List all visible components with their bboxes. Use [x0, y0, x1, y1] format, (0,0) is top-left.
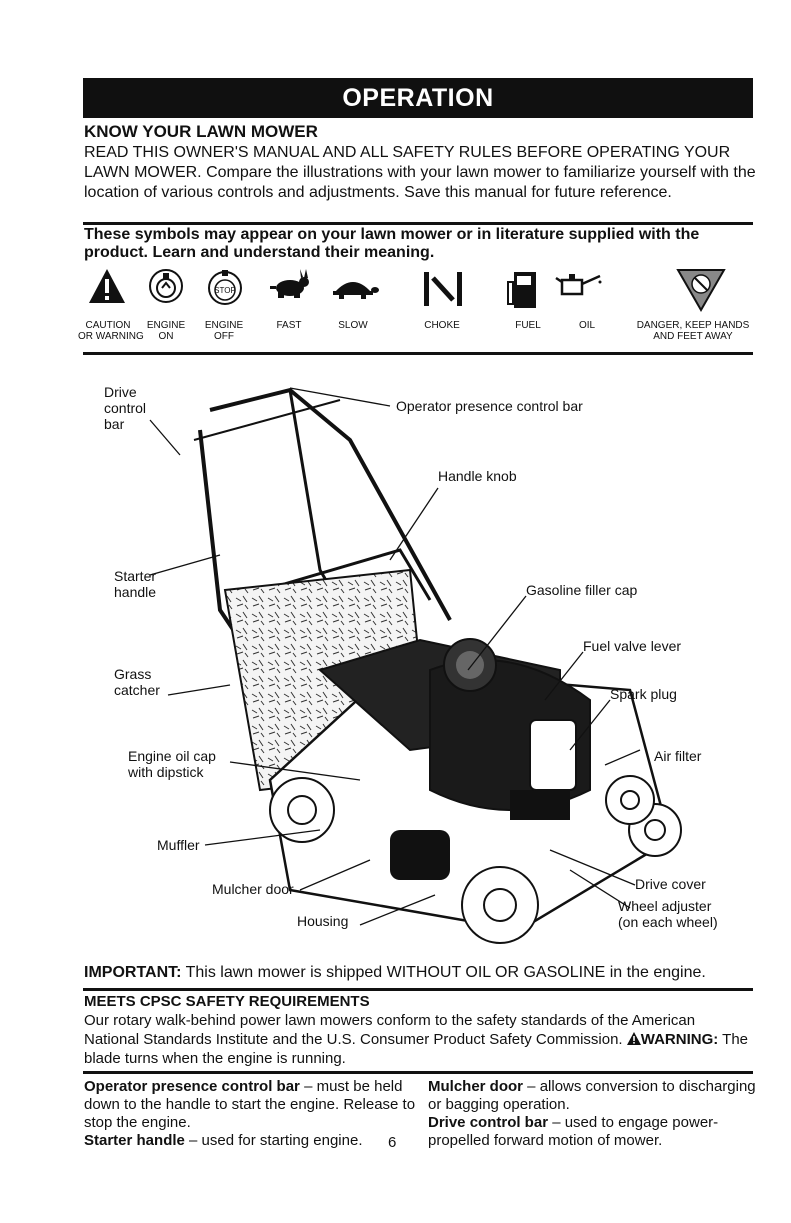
operation-banner: OPERATION: [83, 78, 753, 118]
slow-turtle-icon: [333, 282, 379, 299]
lawn-mower-illustration: [149, 387, 682, 944]
warning-icon: [626, 1032, 641, 1045]
symbols-row: STOP: [78, 268, 754, 358]
callout-muffler: Muffler: [157, 837, 200, 853]
callout-spark-plug: Spark plug: [610, 686, 677, 702]
callout-starter-handle: Starter handle: [114, 568, 157, 600]
intro-paragraph: READ THIS OWNER'S MANUAL AND ALL SAFETY …: [84, 144, 756, 201]
definitions-right: Mulcher door – allows conversion to disc…: [428, 1078, 756, 1149]
callout-wheel-adjuster: Wheel adjuster (on each wheel): [618, 898, 718, 930]
symbol-label-fuel: FUEL: [515, 320, 541, 331]
fuel-icon: [507, 272, 536, 308]
important-notice: IMPORTANT: This lawn mower is shipped WI…: [84, 964, 706, 981]
callout-handle-knob: Handle knob: [438, 468, 517, 484]
stop-badge-text: STOP: [214, 286, 236, 295]
callout-drive-control-bar: Drive control bar: [104, 384, 147, 432]
symbol-label-oil: OIL: [578, 320, 596, 331]
divider: [83, 1071, 753, 1074]
callout-engine-oil-cap: Engine oil cap with dipstick: [128, 748, 216, 780]
cpsc-heading: MEETS CPSC SAFETY REQUIREMENTS: [84, 993, 370, 1010]
divider: [83, 222, 753, 225]
callout-housing: Housing: [297, 913, 349, 929]
know-heading: KNOW YOUR LAWN MOWER: [84, 122, 318, 141]
caution-warning-icon: [89, 269, 125, 303]
symbols-heading: These symbols may appear on your lawn mo…: [84, 226, 700, 261]
divider: [83, 988, 753, 991]
symbol-label-fast: FAST: [276, 320, 302, 331]
callout-operator-presence-control-bar: Operator presence control bar: [396, 398, 583, 414]
definitions-left: Operator presence control bar – must be …: [84, 1078, 416, 1149]
symbol-label-choke: CHOKE: [424, 320, 460, 331]
oil-can-icon: [555, 274, 602, 296]
callout-air-filter: Air filter: [654, 748, 702, 764]
cpsc-paragraph: Our rotary walk-behind power lawn mowers…: [84, 1012, 749, 1067]
section-title: OPERATION: [342, 84, 494, 112]
page-number: 6: [388, 1134, 397, 1151]
divider: [83, 352, 753, 355]
callout-grass-catcher: Grass catcher: [114, 666, 160, 698]
callout-fuel-valve-lever: Fuel valve lever: [583, 638, 682, 654]
callout-mulcher-door: Mulcher door: [212, 881, 294, 897]
lawn-mower-diagram: Drive control bar Operator presence cont…: [90, 370, 770, 960]
callout-gasoline-filler-cap: Gasoline filler cap: [526, 582, 638, 598]
fast-rabbit-icon: [270, 269, 309, 298]
symbol-label-slow: SLOW: [338, 320, 368, 331]
engine-on-icon: [149, 269, 183, 303]
engine-off-icon: STOP: [208, 270, 242, 305]
callout-drive-cover: Drive cover: [635, 876, 706, 892]
choke-icon: [424, 272, 462, 306]
danger-hands-icon: [676, 269, 726, 312]
